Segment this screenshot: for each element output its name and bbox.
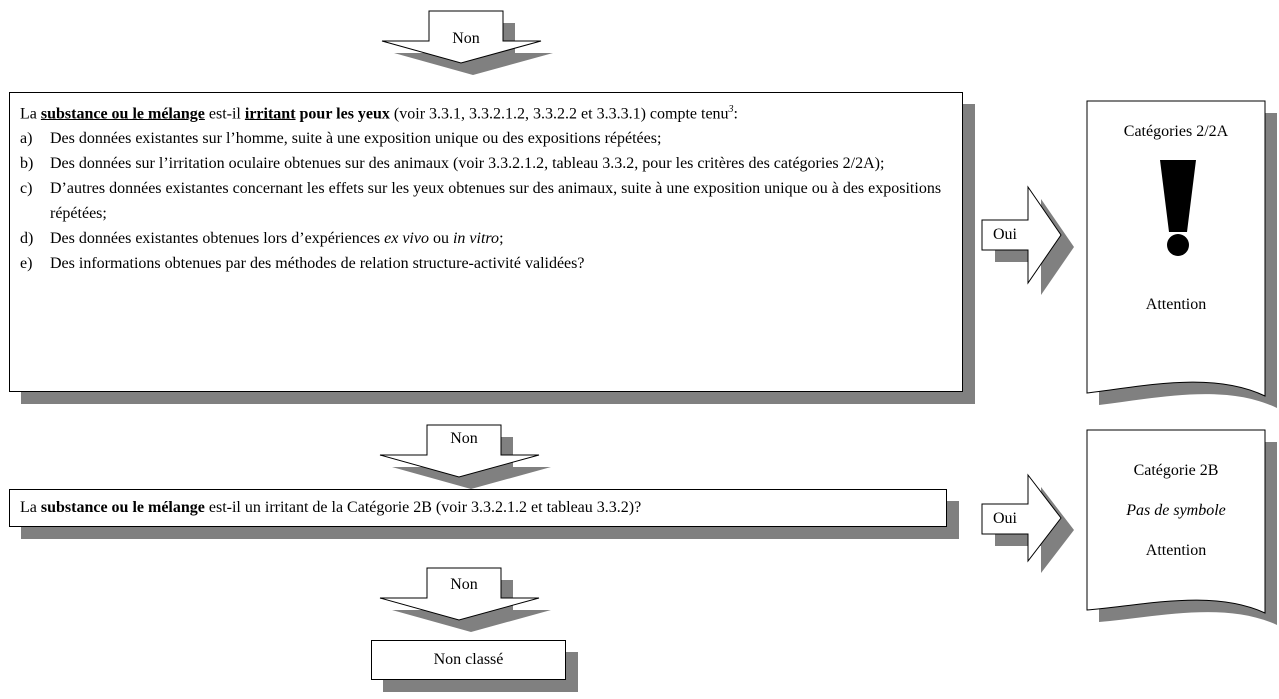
criteria-item-e: e)Des informations obtenues par des méth… [20,255,585,273]
down-arrow-1 [381,10,553,75]
right-arrow-2-label: Oui [993,510,1017,527]
down-arrow-3-label: Non [450,576,478,593]
criteria-item-a: a)Des données existantes sur l’homme, su… [20,130,662,148]
down-arrow-2 [379,424,551,489]
criteria-item-c: c)D’autres données existantes concernant… [20,180,942,223]
result-2-symbol-text: Pas de symbole [1126,502,1226,519]
result-1-title: Catégories 2/2A [1123,123,1229,140]
right-arrow-2 [981,473,1074,573]
final-box: Non classé [371,640,566,680]
criteria-item-d: d)Des données existantes obtenues lors d… [20,230,504,248]
result-1-signal: Attention [1145,296,1207,313]
question-box-2: La substance ou le mélange est-il un irr… [9,489,947,527]
result-2-title: Catégorie 2B [1133,462,1219,479]
right-arrow-1-label: Oui [993,226,1017,243]
down-arrow-2-label: Non [450,430,478,447]
down-arrow-3 [379,567,551,632]
criteria-item-b: b)Des données sur l’irritation oculaire … [20,155,885,173]
question-box-1: La substance ou le mélange est-il irrita… [9,92,963,392]
right-arrow-1 [981,185,1074,295]
question-1-text: La substance ou le mélange est-il irrita… [20,104,738,123]
result-2-signal: Attention [1145,542,1207,559]
footnote-marker: 3 [728,104,734,115]
final-label: Non classé [433,651,504,668]
exclamation-mark-icon [1160,160,1196,256]
down-arrow-1-label: Non [452,30,480,47]
result-document-2 [1086,429,1277,625]
